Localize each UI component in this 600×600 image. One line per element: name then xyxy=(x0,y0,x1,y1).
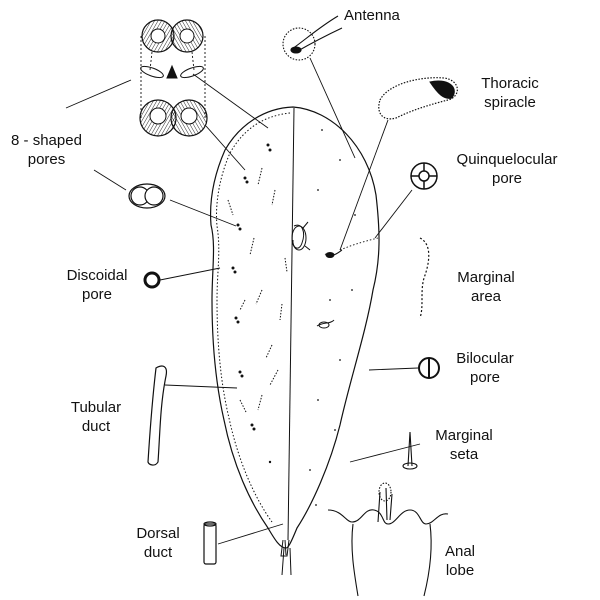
label-tubular-duct: Tubular duct xyxy=(66,398,126,436)
label-tubular-duct-line2: duct xyxy=(81,418,111,435)
anal-lobe-inset xyxy=(327,482,449,597)
label-discoidal-pore-line1: Discoidal xyxy=(66,267,128,284)
dorsal-setae xyxy=(227,167,288,413)
label-quinquelocular-pore: Quinquelocular pore xyxy=(442,150,572,188)
label-quinquelocular-pore-line2: pore xyxy=(491,170,523,187)
eight-shaped-pore-side xyxy=(140,64,204,79)
marginal-seta-icon xyxy=(402,431,418,470)
label-dorsal-duct: Dorsal duct xyxy=(128,524,188,562)
label-eight-shaped-pores-line1: 8 - shaped xyxy=(11,132,82,149)
quinquelocular-pore-icon xyxy=(410,162,438,190)
leader-lines xyxy=(65,57,421,545)
dorsal-duct-icon xyxy=(203,521,217,565)
label-marginal-seta-line1: Marginal xyxy=(435,427,493,444)
label-anal-lobe-line1: Anal xyxy=(444,543,476,560)
label-dorsal-duct-line1: Dorsal xyxy=(136,525,180,542)
label-anal-lobe: Anal lobe xyxy=(440,542,480,580)
label-bilocular-pore-line2: pore xyxy=(469,369,501,386)
label-anal-lobe-line2: lobe xyxy=(445,562,475,579)
antenna-inset xyxy=(282,15,343,61)
bilocular-pore-icon xyxy=(418,357,440,379)
label-eight-shaped-pores-line2: pores xyxy=(27,151,66,168)
puparium-body xyxy=(209,106,380,576)
marginal-area-icon xyxy=(419,237,430,319)
label-discoidal-pore-line2: pore xyxy=(81,286,113,303)
label-discoidal-pore: Discoidal pore xyxy=(54,266,140,304)
label-bilocular-pore: Bilocular pore xyxy=(446,349,524,387)
eight-shaped-pore-small xyxy=(128,183,166,209)
label-marginal-area: Marginal area xyxy=(452,268,520,306)
spiracle-groove xyxy=(316,249,343,329)
label-thoracic-spiracle-line1: Thoracic xyxy=(481,75,539,92)
label-thoracic-spiracle-line2: spiracle xyxy=(484,94,536,111)
label-marginal-area-line2: area xyxy=(470,288,502,305)
label-quinquelocular-pore-line1: Quinquelocular xyxy=(456,151,558,168)
label-antenna: Antenna xyxy=(344,7,400,24)
label-bilocular-pore-line1: Bilocular xyxy=(456,350,514,367)
mouthparts xyxy=(291,221,311,251)
discoidal-pore-icon xyxy=(143,271,161,289)
label-marginal-area-line1: Marginal xyxy=(457,269,515,286)
eight-shaped-pore-bottom xyxy=(139,99,208,137)
tubular-duct-icon xyxy=(147,365,168,466)
label-marginal-seta-line2: seta xyxy=(449,446,479,463)
label-eight-shaped-pores: 8 - shaped pores xyxy=(0,131,93,169)
dorsal-pores xyxy=(231,129,356,506)
label-thoracic-spiracle: Thoracic spiracle xyxy=(468,74,552,112)
label-marginal-seta: Marginal seta xyxy=(428,426,500,464)
eight-shaped-pore-top xyxy=(141,19,204,53)
label-dorsal-duct-line2: duct xyxy=(143,544,173,561)
label-tubular-duct-line1: Tubular xyxy=(70,399,122,416)
